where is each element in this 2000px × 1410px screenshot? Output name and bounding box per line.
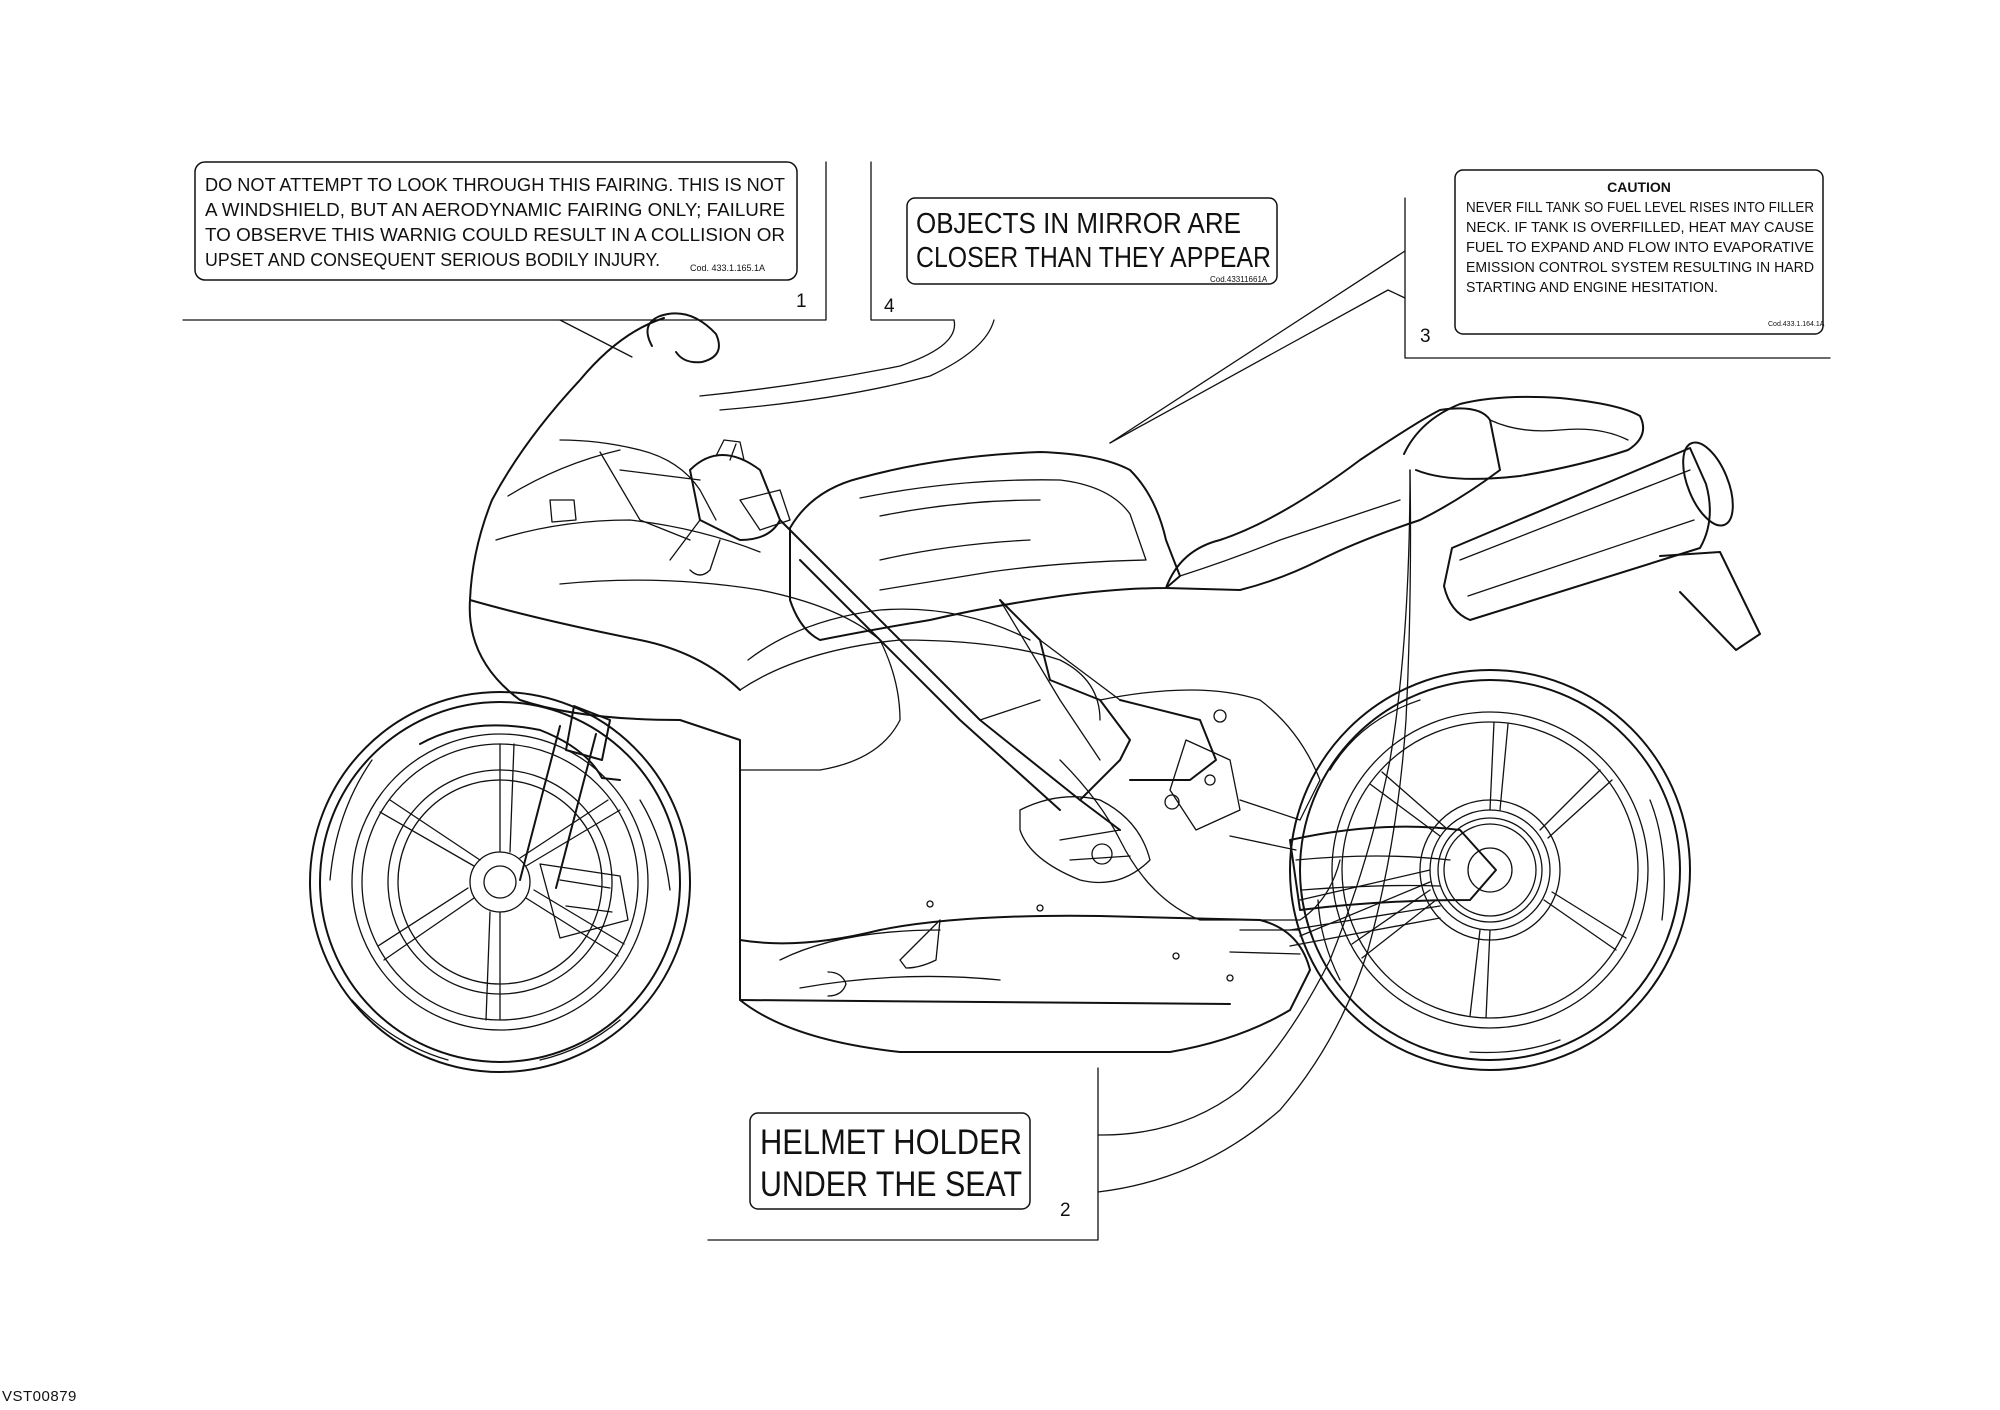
front-fork <box>419 705 629 939</box>
leader-line-3a <box>1109 250 1406 444</box>
cockpit <box>549 439 791 576</box>
fairing-warning-line-1: DO NOT ATTEMPT TO LOOK THROUGH THIS FAIR… <box>205 174 785 195</box>
fairing-warning-line-2: A WINDSHIELD, BUT AN AERODYNAMIC FAIRING… <box>205 199 785 220</box>
fuel-caution-line-2: NECK. IF TANK IS OVERFILLED, HEAT MAY CA… <box>1466 219 1814 236</box>
mirror-warning-code: Cod.43311661A <box>1210 275 1268 284</box>
frame-engine <box>779 519 1341 921</box>
helmet-holder-frame <box>749 1112 1031 1210</box>
leader-line-2b <box>1097 469 1412 1193</box>
fuel-caution-line-5: STARTING AND ENGINE HESITATION. <box>1466 279 1718 296</box>
exhaust <box>1443 441 1761 651</box>
motorcycle-illustration <box>309 312 1761 1073</box>
helmet-holder-line-2: UNDER THE SEAT <box>760 1165 1022 1204</box>
mirror-warning-line-2: CLOSER THAN THEY APPEAR <box>916 242 1271 274</box>
callout-number-4: 4 <box>884 296 895 317</box>
fairing-warning-code: Cod. 433.1.165.1A <box>690 263 765 273</box>
mirror-warning-line-1: OBJECTS IN MIRROR ARE <box>916 208 1241 240</box>
fuel-caution-heading: CAUTION <box>1607 179 1671 195</box>
fairing-warning-line-4: UPSET AND CONSEQUENT SERIOUS BODILY INJU… <box>205 249 660 270</box>
fuel-caution-code: Cod.433.1.164.1A <box>1768 321 1825 328</box>
leader-line-2a <box>1097 469 1411 1136</box>
fuel-caution-line-3: FUEL TO EXPAND AND FLOW INTO EVAPORATIVE <box>1466 239 1814 256</box>
swingarm <box>1289 799 1561 947</box>
fairing-warning-line-3: TO OBSERVE THIS WARNIG COULD RESULT IN A… <box>205 224 785 245</box>
leader-line-1 <box>559 319 633 358</box>
rear-wheel <box>1289 669 1691 1071</box>
callout-number-2: 2 <box>1060 1200 1071 1221</box>
front-wheel <box>309 691 691 1073</box>
callout-number-1: 1 <box>796 291 807 312</box>
fairing-warning-decal: DO NOT ATTEMPT TO LOOK THROUGH THIS FAIR… <box>182 161 827 358</box>
leader-line-3b <box>1109 289 1406 444</box>
callout-bracket-2 <box>707 1067 1099 1241</box>
fairing <box>468 312 1311 1053</box>
helmet-holder-decal: HELMET HOLDER UNDER THE SEAT 2 <box>707 469 1412 1241</box>
fuel-caution-frame <box>1454 169 1824 335</box>
mirror-warning-frame <box>906 197 1278 285</box>
fuel-caution-line-1: NEVER FILL TANK SO FUEL LEVEL RISES INTO… <box>1466 199 1814 216</box>
fuel-caution-line-4: EMISSION CONTROL SYSTEM RESULTING IN HAR… <box>1466 259 1814 276</box>
leader-line-4a <box>699 319 956 397</box>
callout-bracket-1 <box>182 161 827 321</box>
helmet-holder-line-1: HELMET HOLDER <box>760 1123 1022 1162</box>
leader-line-4b <box>719 319 995 411</box>
figure-code: VST00879 <box>2 1388 77 1405</box>
callout-number-3: 3 <box>1420 326 1431 347</box>
fuel-caution-decal: CAUTION NEVER FILL TANK SO FUEL LEVEL RI… <box>1109 169 1831 444</box>
fairing-warning-frame <box>194 161 798 281</box>
callout-bracket-4 <box>870 161 955 321</box>
seat-tail <box>1165 395 1644 591</box>
mirror-warning-decal: OBJECTS IN MIRROR ARE CLOSER THAN THEY A… <box>699 161 1278 411</box>
fuel-tank <box>789 451 1181 641</box>
